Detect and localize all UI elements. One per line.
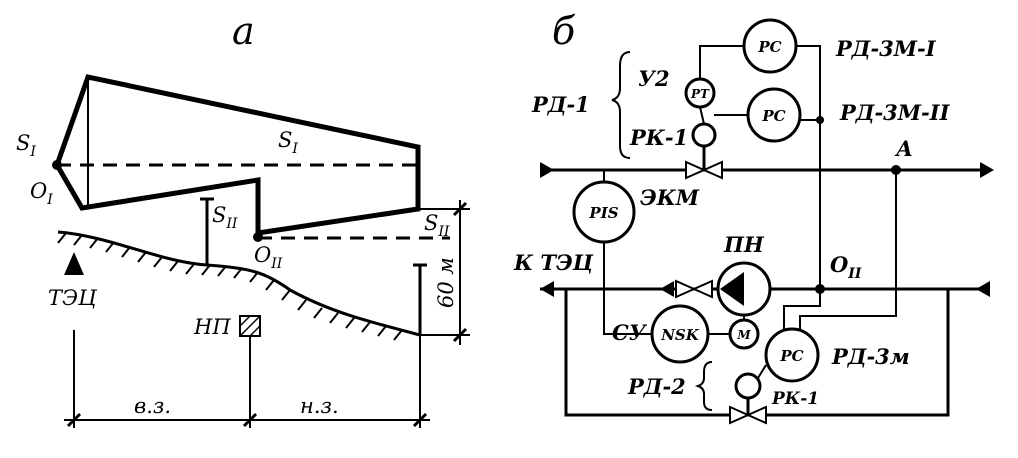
dim-tick-4 [452,201,468,217]
dim-tick-3 [412,412,428,428]
label-rd3m1: РД-3М-I [835,36,937,61]
motor-text: M [736,328,751,342]
outflow-arrow-left [540,281,554,297]
inflow-arrow-top [540,162,554,178]
label-u2: У2 [638,66,670,91]
node-pc-mid [816,116,824,124]
point-o2 [253,232,263,242]
label-s1-left: SI [16,131,36,160]
point-o1 [52,160,62,170]
panel-b-title: б [552,9,576,53]
valve-mid-right [691,279,713,299]
panel-a-title: а [232,9,255,53]
pc-bottom-text: PC [779,347,803,365]
dim-tick-1 [66,412,82,428]
outflow-arrow-top [980,162,994,178]
label-pn: ПН [723,232,765,257]
link-pc-bottom-return [783,289,821,330]
upper-zone-piezometric-line [54,74,421,236]
label-o2: OII [254,243,283,272]
node-a [891,165,901,175]
label-zone-upper: в.з. [134,394,171,418]
label-s1-right: SI [278,128,298,157]
pt-text: PT [690,87,710,101]
dim-tick-5 [452,327,468,343]
label-o1: OI [30,179,53,208]
label-station: ТЭЦ [48,286,97,310]
link-pc-top-return [796,45,821,289]
actuator-bottom-icon [734,372,762,400]
terrain-profile [57,230,421,337]
valve-top-left [685,160,707,180]
inflow-arrow-right [976,281,990,297]
pc-mid-text: PC [761,107,785,125]
valve-bottom-left [729,405,751,425]
label-height: 60 м [434,257,458,308]
brace-rd1 [611,51,631,159]
label-s2-mid: SII [212,203,238,232]
pis-text: PIS [588,204,618,222]
link-pc-bottom-actuator [757,364,767,379]
label-rd2: РД-2 [627,374,686,399]
label-su: СУ [612,320,648,345]
valve-bottom-right [745,405,767,425]
valve-top-right [701,160,723,180]
label-rd1: РД-1 [531,92,590,117]
nsk-text: NSK [660,326,700,344]
panel-a: а [16,9,470,428]
flow-arrow-mid [660,281,674,297]
panel-b: б [513,9,994,425]
label-to-tec: К ТЭЦ [513,250,594,275]
pump-triangle [720,272,744,306]
label-ekm: ЭКМ [640,185,700,210]
link-pc-bottom-a [799,170,897,330]
label-s2-right: SII [424,211,450,240]
link-pis-nsk [603,242,652,335]
label-rd3m2: РД-3М-II [839,100,951,125]
label-zone-lower: н.з. [300,394,339,418]
label-rk1-top: РК-1 [629,125,688,150]
pc-bottom-icon [764,327,820,383]
link-pt-actuator [699,106,705,125]
label-point-a: А [894,136,913,161]
label-pump-station: НП [193,315,231,339]
pump-station-hatch [239,315,261,337]
terrain-hatching [57,232,403,341]
pc-top-text: PC [757,38,781,56]
label-rd3m: РД-3м [831,344,910,369]
node-o2 [815,284,825,294]
label-o2: OII [830,252,862,282]
dim-tick-2 [242,412,258,428]
actuator-top-icon [691,122,717,148]
link-pt-pc-top [699,45,744,79]
station-triangle-icon [64,252,84,275]
brace-rd2 [694,361,713,411]
valve-mid-left [675,279,697,299]
label-rk1-bottom: РК-1 [771,389,819,409]
